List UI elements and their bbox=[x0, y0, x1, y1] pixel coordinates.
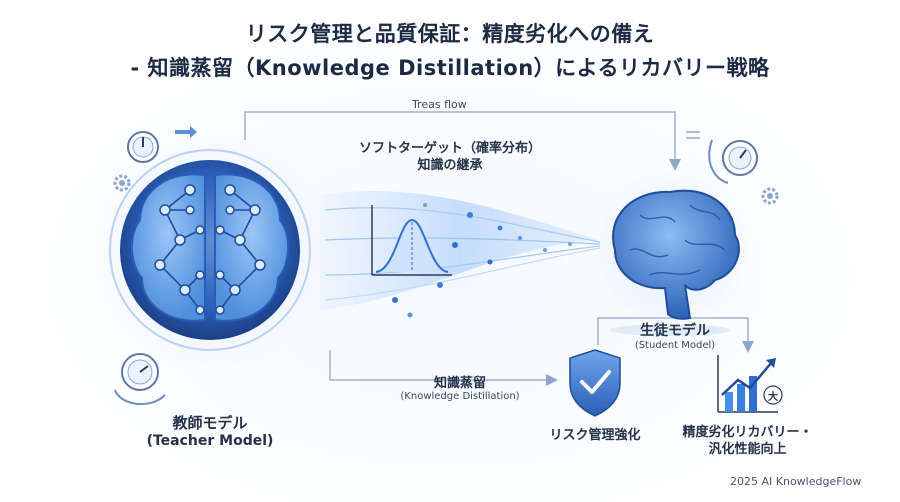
distill-arrow bbox=[329, 350, 558, 386]
student-model bbox=[592, 170, 752, 336]
page-title-line2: - 知識蒸留（Knowledge Distillation）によるリカバリー戦略 bbox=[130, 56, 770, 80]
flow-label: Treas flow bbox=[412, 98, 467, 111]
student-label-main: 生徒モデル bbox=[640, 323, 710, 339]
gear-icon-right bbox=[761, 187, 779, 205]
probability-distribution-icon bbox=[371, 205, 452, 276]
accuracy-badge: 大 bbox=[768, 392, 778, 403]
distill-label-main: 知識蒸留 bbox=[433, 376, 486, 391]
page-title-line1: リスク管理と品質保証：精度劣化への備え bbox=[245, 22, 655, 46]
shield-check-icon bbox=[569, 349, 621, 417]
student-label-sub: (Student Model) bbox=[634, 340, 716, 351]
top-flow-connector bbox=[244, 111, 681, 171]
accuracy-label-line2: 汎化性能向上 bbox=[708, 442, 787, 457]
distill-label: 知識蒸留 (Knowledge Distillation) bbox=[380, 372, 540, 402]
growth-chart-icon bbox=[717, 355, 783, 413]
soft-target-label: ソフトターゲット（確率分布） 知識の継承 bbox=[345, 140, 555, 174]
accuracy-label: 精度劣化リカバリー・ 汎化性能向上 bbox=[665, 424, 830, 458]
accuracy-label-line1: 精度劣化リカバリー・ bbox=[682, 425, 813, 440]
risk-label: リスク管理強化 bbox=[549, 428, 641, 443]
knowledge-stream bbox=[320, 191, 601, 318]
teacher-label: 教師モデル (Teacher Model) bbox=[140, 412, 280, 449]
distill-label-sub: (Knowledge Distillation) bbox=[400, 391, 520, 402]
gauge-icon-bottom-left bbox=[114, 353, 166, 406]
gauge-icon-top-left bbox=[127, 131, 159, 163]
teacher-label-sub: (Teacher Model) bbox=[146, 433, 274, 449]
footer-credit: 2025 AI KnowledgeFlow bbox=[730, 475, 862, 488]
gear-icon bbox=[113, 174, 131, 192]
gauge-icon-top-right bbox=[708, 139, 758, 184]
teacher-model bbox=[90, 130, 330, 370]
student-label: 生徒モデル (Student Model) bbox=[610, 320, 740, 351]
list-icon-right bbox=[686, 131, 700, 139]
arrow-icon-top-left bbox=[175, 126, 197, 138]
teacher-label-main: 教師モデル bbox=[172, 414, 248, 432]
soft-target-line2: 知識の継承 bbox=[417, 158, 483, 173]
soft-target-line1: ソフトターゲット（確率分布） bbox=[358, 141, 541, 156]
